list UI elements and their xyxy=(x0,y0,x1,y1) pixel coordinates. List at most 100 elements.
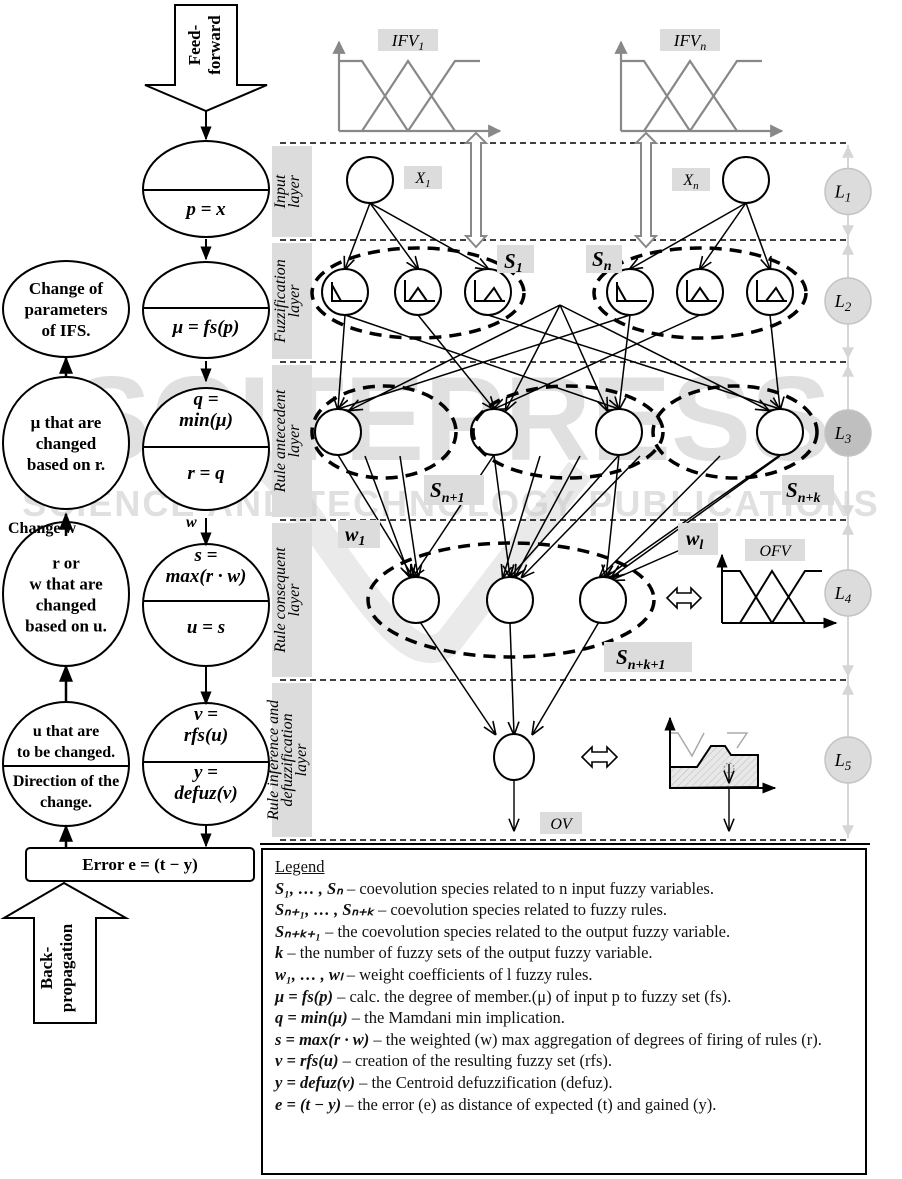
snk-label-bg xyxy=(782,475,834,505)
legend-item: w₁, … , wₗ – weight coefficients of l fu… xyxy=(275,964,857,986)
species-mid-ellipse xyxy=(471,384,665,480)
feedforward-label-line2: forward xyxy=(205,15,224,75)
fuzzification-node xyxy=(606,268,654,316)
backward-node-text: u that are xyxy=(33,723,99,740)
backward-node-text: change. xyxy=(40,794,92,811)
legend-symbol: k xyxy=(275,943,284,963)
ofv-link-arrow xyxy=(665,586,703,610)
backprop-label-line1: Back- xyxy=(37,946,56,989)
legend-description: – the Mamdani min implication. xyxy=(347,1008,565,1028)
backward-node-text: μ that are xyxy=(31,413,102,432)
layer-name-line: layer xyxy=(286,284,303,318)
backward-node-text: based on u. xyxy=(25,617,107,636)
forward-node-text: min(μ) xyxy=(179,410,233,431)
legend-description: – coevolution species related to fuzzy r… xyxy=(373,900,668,920)
legend-item: q = min(μ) – the Mamdani min implication… xyxy=(275,1007,857,1029)
legend-items: S₁, … , Sₙ – coevolution species related… xyxy=(275,878,857,1116)
layer-name-line: defuzzification xyxy=(279,713,296,806)
feedforward-label-line1: Feed- xyxy=(185,24,204,65)
legend-symbol: e = (t − y) xyxy=(275,1094,342,1114)
defuzz-link-arrow xyxy=(580,745,619,769)
legend-item: S₁, … , Sₙ – coevolution species related… xyxy=(275,878,857,900)
layer-name-line: layer xyxy=(293,743,310,777)
legend-item: Sₙ₊ₖ₊₁ – the coevolution species related… xyxy=(275,921,857,943)
layer-badge-L1: L1 xyxy=(824,167,872,216)
legend-box: Legend S₁, … , Sₙ – coevolution species … xyxy=(261,848,867,1175)
layer-name-line: layer xyxy=(286,174,303,208)
ifv1-link-arrow xyxy=(463,131,489,249)
legend-description: – the error (e) as distance of expected … xyxy=(341,1094,717,1114)
legend-symbol: Sₙ₊ₖ₊₁ xyxy=(275,921,321,941)
antecedent-node xyxy=(756,408,804,456)
feedforward-arrow: Feed- forward xyxy=(144,4,268,113)
sn-label-bg xyxy=(586,245,622,273)
legend-symbol: v = rfs(u) xyxy=(275,1051,339,1071)
species-sn-ellipse xyxy=(592,246,808,340)
layer-badge-L5: L5 xyxy=(824,736,872,784)
legend-title: Legend xyxy=(275,857,325,876)
input-node-x1 xyxy=(346,156,394,204)
legend-description: – the Centroid defuzzification (defuz). xyxy=(354,1072,613,1092)
forward-node-text: v = xyxy=(194,704,218,725)
s1-label: S1 xyxy=(504,249,523,276)
backward-node-text: changed xyxy=(36,596,97,615)
legend-item: s = max(r · w) – the weighted (w) max ag… xyxy=(275,1029,857,1051)
xn-label-bg xyxy=(672,168,710,191)
legend-symbol: μ = fs(p) xyxy=(275,986,333,1006)
layer-name-line: layer xyxy=(286,583,303,617)
fuzzification-node xyxy=(676,268,724,316)
ifv1-label: IFV1 xyxy=(391,31,424,53)
ifvn-label-bg xyxy=(660,29,720,51)
output-node xyxy=(493,733,535,781)
legend-item: Sₙ₊₁, … , Sₙ₊ₖ – coevolution species rel… xyxy=(275,899,857,921)
ifv1-plot xyxy=(332,40,502,138)
layer-name-line: Fuzzification xyxy=(272,259,289,344)
svg-text:L2: L2 xyxy=(834,291,852,314)
layer-name-line: Rule antecedent xyxy=(272,389,289,493)
layer-badge-L4: L4 xyxy=(824,569,872,617)
network-edges xyxy=(338,202,780,734)
forward-node-text: defuz(v) xyxy=(174,783,237,804)
antecedent-node xyxy=(314,408,362,456)
snk-label: Sn+k xyxy=(786,478,820,506)
defuzz-plot xyxy=(664,716,777,830)
species-snk-ellipse xyxy=(651,384,819,480)
w1-label: w1 xyxy=(345,524,365,549)
ov-label-bg xyxy=(540,812,582,834)
sn1-label-bg xyxy=(424,475,484,505)
legend-symbol: S₁, … , Sₙ xyxy=(275,878,343,898)
svg-text:L4: L4 xyxy=(834,583,852,606)
fuzzification-node xyxy=(321,268,369,316)
sn-label: Sn xyxy=(592,247,612,274)
legend-symbol: q = min(μ) xyxy=(275,1008,348,1028)
layer-name-line: Rule consequent xyxy=(272,547,289,654)
legend-item: μ = fs(p) – calc. the degree of member.(… xyxy=(275,986,857,1008)
change-w-label: Change w xyxy=(8,520,76,537)
fuzzification-node xyxy=(464,268,512,316)
legend-item: v = rfs(u) – creation of the resulting f… xyxy=(275,1050,857,1072)
svg-text:L5: L5 xyxy=(834,750,852,773)
legend-description: – weight coefficients of l fuzzy rules. xyxy=(342,964,593,984)
wl-label-bg xyxy=(678,523,718,555)
wl-label: wl xyxy=(686,528,703,553)
legend-description: – coevolution species related to n input… xyxy=(342,878,714,898)
backpropagation-arrow: Back- propagation xyxy=(0,881,130,1024)
legend-item: e = (t − y) – the error (e) as distance … xyxy=(275,1094,857,1116)
s1-label-bg xyxy=(497,245,534,273)
forward-node-text: u = s xyxy=(187,617,225,638)
legend-symbol: y = defuz(v) xyxy=(275,1072,355,1092)
consequent-node xyxy=(486,576,534,624)
x1-label-bg xyxy=(404,166,442,189)
forward-node-text: p = x xyxy=(184,199,226,220)
forward-node-text: q = xyxy=(193,389,218,410)
snk1-label: Sn+k+1 xyxy=(616,645,665,673)
backward-node-text: r or xyxy=(52,554,80,573)
ifvn-link-arrow xyxy=(633,131,659,249)
layer-name-line: Rule inference and xyxy=(265,699,282,821)
